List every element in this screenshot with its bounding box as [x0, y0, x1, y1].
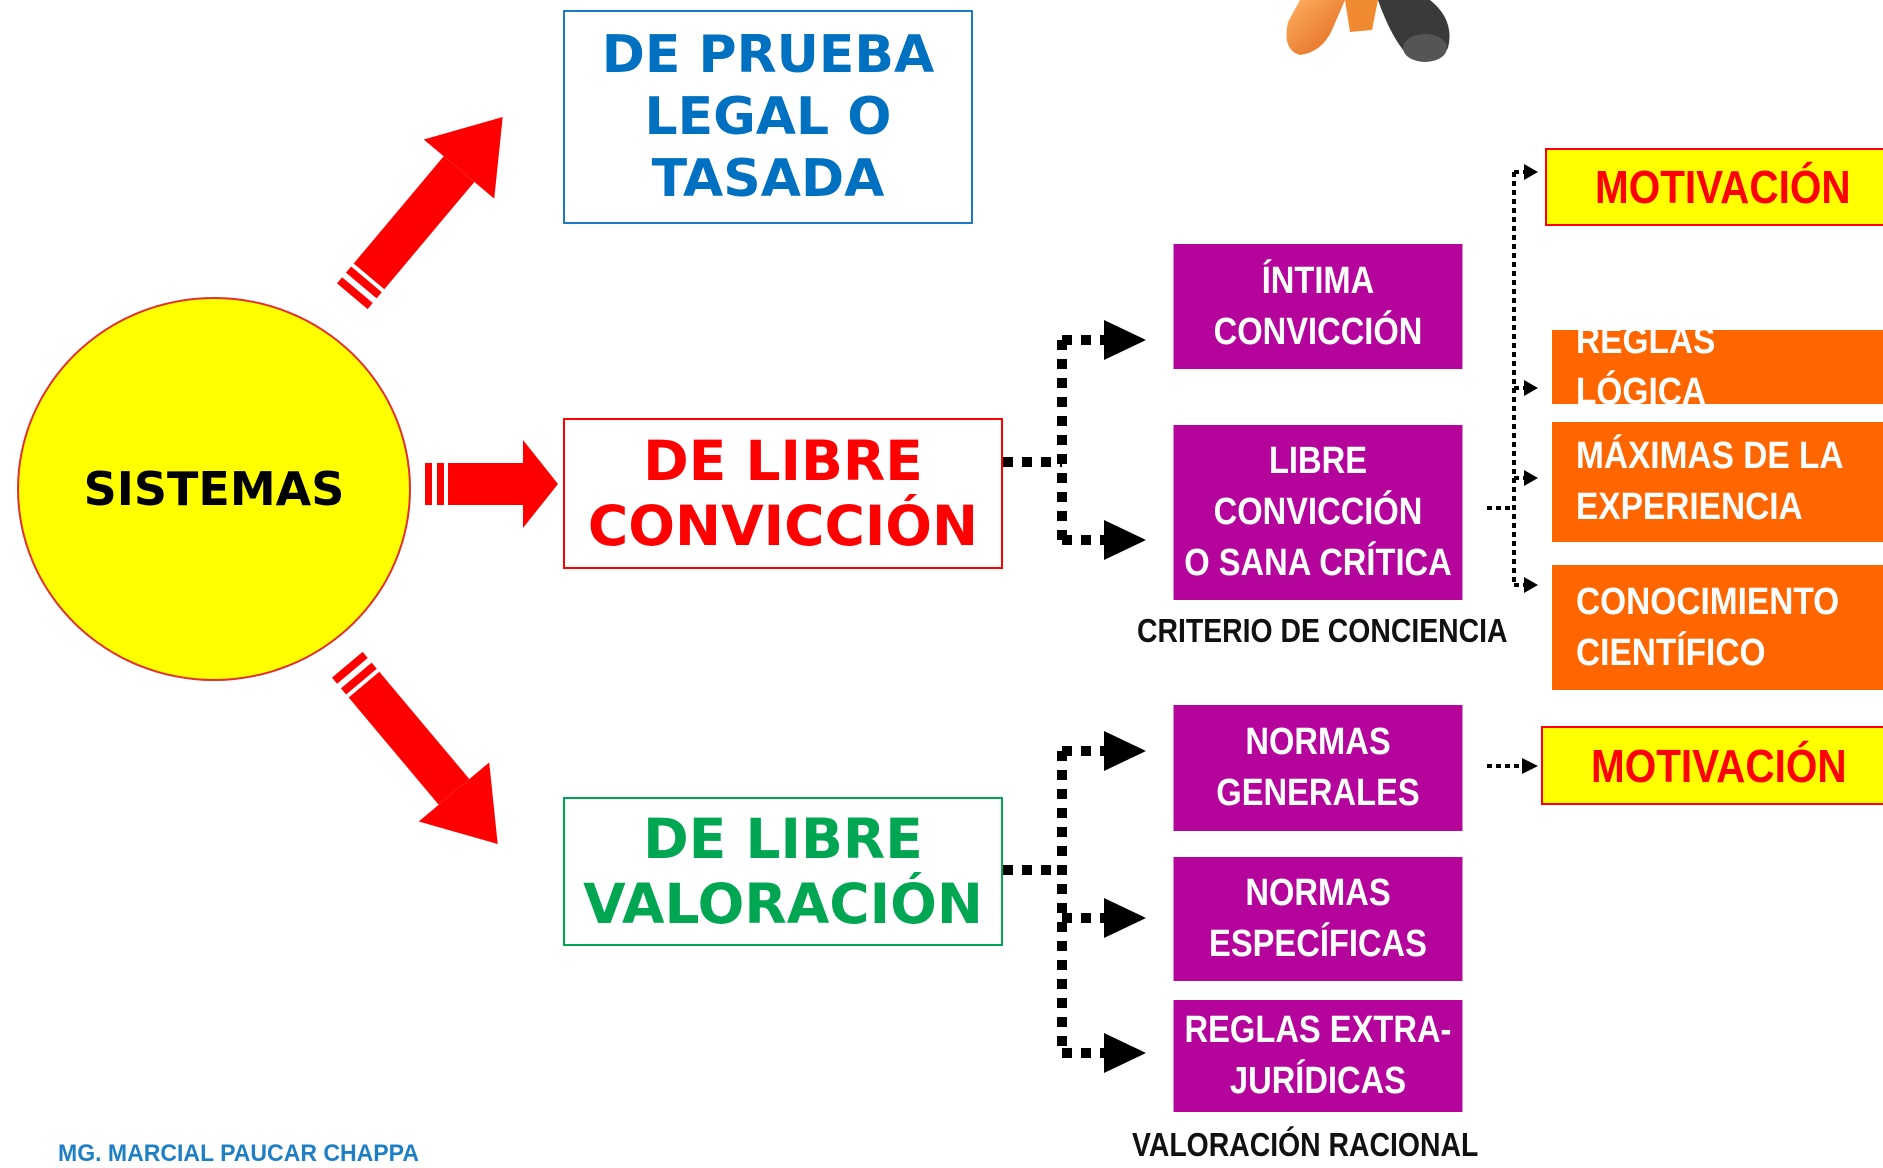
box-reglas-extra-juridicas: REGLAS EXTRA- JURÍDICAS: [1173, 1000, 1463, 1112]
sistemas-label: SISTEMAS: [83, 462, 345, 516]
conocimiento-label: CONOCIMIENTO CIENTÍFICO: [1576, 580, 1840, 674]
arrowhead-normas-generales: [1104, 731, 1146, 771]
maximas-label: MÁXIMAS DE LA EXPERIENCIA: [1576, 435, 1844, 528]
figure-illustration: [1286, 0, 1450, 62]
arrow-to-libre-conviccion: [425, 440, 558, 528]
box-libre-sana-critica: LIBRE CONVICCIÓN O SANA CRÍTICA: [1173, 425, 1463, 600]
system-prueba-legal: DE PRUEBA LEGAL O TASADA: [563, 10, 973, 224]
bracket-conviccion: [1003, 335, 1108, 545]
arrow-to-prueba-legal: [336, 117, 503, 310]
bracket-valoracion: [1003, 746, 1108, 1058]
box-maximas-experiencia: MÁXIMAS DE LA EXPERIENCIA: [1552, 422, 1883, 542]
author-credit: MG. MARCIAL PAUCAR CHAPPA: [58, 1140, 419, 1167]
arrowhead-libre-conviccion: [1104, 520, 1146, 560]
caption-criterio-conciencia: CRITERIO DE CONCIENCIA: [1137, 612, 1508, 649]
arrowhead-reglas-extra: [1104, 1033, 1146, 1073]
arrow-to-libre-valoracion: [331, 651, 498, 844]
caption-valoracion-racional: VALORACIÓN RACIONAL: [1132, 1126, 1479, 1163]
arrowhead-maximas: [1524, 470, 1538, 486]
system-libre-conviccion: DE LIBRE CONVICCIÓN: [563, 418, 1003, 569]
arrowhead-reglas-logica: [1524, 380, 1538, 396]
box-normas-especificas: NORMAS ESPECÍFICAS: [1173, 857, 1463, 981]
arrowhead-intima: [1104, 320, 1146, 360]
box-conocimiento-cientifico: CONOCIMIENTO CIENTÍFICO: [1552, 565, 1883, 690]
system-libre-valoracion: DE LIBRE VALORACIÓN: [563, 797, 1003, 946]
bracket-sana-critica: [1487, 170, 1526, 587]
reglas-logica-label: REGLAS LÓGICA: [1576, 320, 1716, 413]
arrowhead-normas-especificas: [1104, 898, 1146, 938]
box-intima-conviccion: ÍNTIMA CONVICCIÓN: [1173, 244, 1463, 369]
motivacion-1-label: MOTIVACIÓN: [1595, 161, 1851, 213]
arrowhead-motivacion-1: [1524, 164, 1538, 180]
arrowhead-motivacion-2: [1522, 758, 1538, 774]
box-motivacion-1: MOTIVACIÓN: [1545, 148, 1883, 226]
motivacion-2-label: MOTIVACIÓN: [1591, 739, 1847, 792]
sistemas-circle: SISTEMAS: [17, 297, 411, 681]
box-normas-generales: NORMAS GENERALES: [1173, 705, 1463, 831]
arrowhead-conocimiento: [1524, 577, 1538, 593]
box-reglas-logica: REGLAS LÓGICA: [1552, 320, 1883, 413]
box-motivacion-2: MOTIVACIÓN: [1541, 726, 1883, 805]
